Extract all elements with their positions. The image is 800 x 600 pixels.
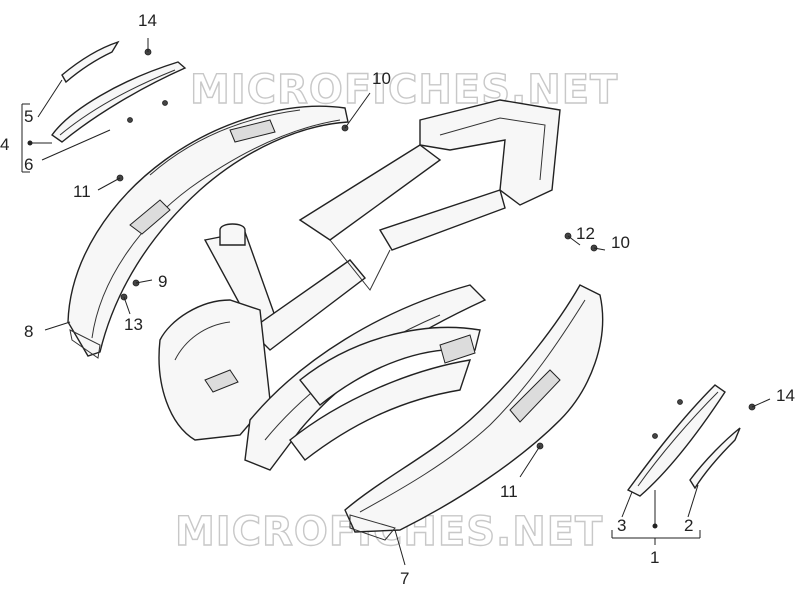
callout-10-top[interactable]: 10 bbox=[372, 69, 391, 88]
screw-icon bbox=[341, 92, 371, 132]
part-8-left-rear-cover[interactable] bbox=[67, 105, 349, 359]
screw-icon bbox=[677, 399, 683, 405]
callout-8[interactable]: 8 bbox=[24, 322, 33, 341]
screw-icon bbox=[144, 38, 152, 56]
screw-icon bbox=[652, 433, 658, 439]
part-5-lens[interactable] bbox=[61, 40, 120, 84]
callout-12[interactable]: 12 bbox=[576, 224, 595, 243]
screw-icon bbox=[748, 398, 771, 411]
callout-3[interactable]: 3 bbox=[617, 516, 626, 535]
callout-7[interactable]: 7 bbox=[400, 569, 409, 588]
leader-8 bbox=[44, 321, 71, 331]
bracket-group-1 bbox=[611, 484, 701, 545]
watermark-top: MICROFICHES.NET bbox=[190, 67, 618, 113]
callout-11-right[interactable]: 11 bbox=[500, 482, 518, 501]
leader-7 bbox=[394, 529, 406, 566]
screw-icon bbox=[132, 279, 153, 287]
footboard-tunnel[interactable] bbox=[289, 326, 481, 461]
callout-10-right[interactable]: 10 bbox=[611, 233, 630, 252]
screw-icon bbox=[590, 244, 606, 252]
screw-icon bbox=[564, 232, 581, 246]
callout-6[interactable]: 6 bbox=[24, 155, 33, 174]
callout-5[interactable]: 5 bbox=[24, 107, 33, 126]
part-3-trim-cover[interactable] bbox=[626, 384, 726, 497]
screw-icon bbox=[120, 293, 131, 315]
callout-11-left[interactable]: 11 bbox=[73, 182, 91, 201]
callout-4[interactable]: 4 bbox=[0, 135, 9, 154]
callout-2[interactable]: 2 bbox=[684, 516, 693, 535]
screw-icon bbox=[162, 100, 168, 106]
part-6-trim-cover[interactable] bbox=[51, 61, 187, 143]
callout-13[interactable]: 13 bbox=[124, 315, 143, 334]
callout-9[interactable]: 9 bbox=[158, 272, 167, 291]
part-7-right-side-panel[interactable] bbox=[344, 284, 604, 541]
screw-icon bbox=[127, 117, 133, 123]
bracket-group-4 bbox=[21, 79, 111, 173]
callout-14-right[interactable]: 14 bbox=[776, 386, 795, 405]
part-2-lens[interactable] bbox=[689, 427, 741, 490]
screw-icon bbox=[519, 442, 544, 478]
callout-14-top[interactable]: 14 bbox=[138, 11, 157, 30]
callout-1[interactable]: 1 bbox=[650, 548, 659, 567]
front-body-shield[interactable] bbox=[158, 284, 487, 471]
screw-icon bbox=[97, 174, 124, 191]
